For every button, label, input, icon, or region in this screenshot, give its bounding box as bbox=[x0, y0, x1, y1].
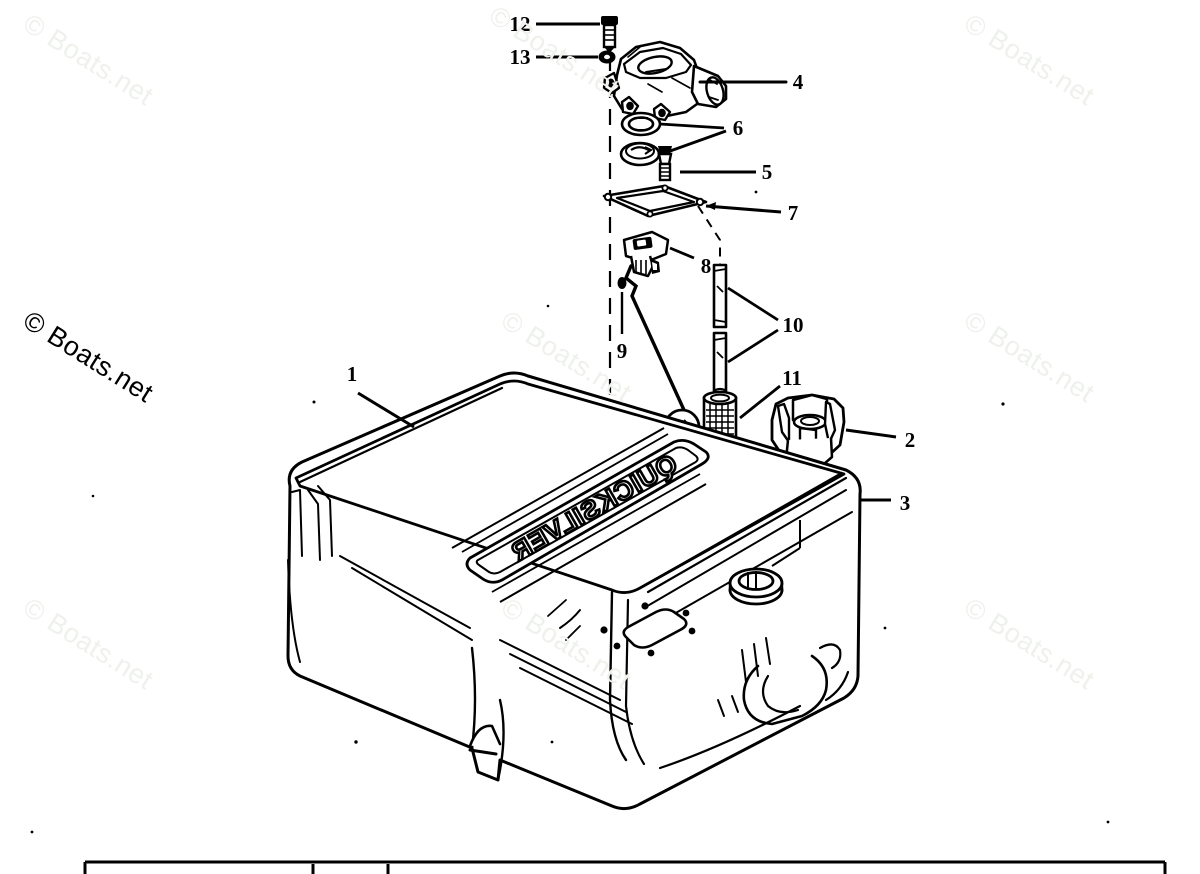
callout-leader-3-to-tank bbox=[771, 520, 801, 567]
callout-label-3: 3 bbox=[900, 491, 911, 515]
callout-label-8: 8 bbox=[701, 254, 712, 278]
callout-label-1: 1 bbox=[347, 362, 358, 386]
parts-table-border bbox=[83, 860, 1167, 874]
callout-label-10: 10 bbox=[783, 313, 804, 337]
part-pickup-head-8 bbox=[622, 230, 695, 278]
part-gasket-7 bbox=[602, 184, 782, 218]
callout-label-4: 4 bbox=[793, 70, 804, 94]
part-screw-12 bbox=[536, 16, 618, 53]
callout-label-7: 7 bbox=[788, 201, 799, 225]
callout-label-13: 13 bbox=[510, 45, 531, 69]
part-washer-13 bbox=[536, 50, 616, 64]
assembly-hint-dashes bbox=[697, 205, 721, 268]
callout-labels: 1 2 3 4 5 6 7 8 9 10 11 12 13 bbox=[347, 12, 916, 515]
part-fuel-tank-1 bbox=[286, 371, 862, 811]
part-fuel-connector-4 bbox=[602, 40, 788, 122]
part-fuel-cap-2 bbox=[770, 393, 897, 468]
tank-filler-neck bbox=[728, 567, 784, 606]
callout-label-5: 5 bbox=[762, 160, 773, 184]
part-pickup-tubes-10 bbox=[712, 263, 779, 397]
part-washers-6 bbox=[619, 111, 727, 167]
callout-label-6: 6 bbox=[733, 116, 744, 140]
scan-speckles bbox=[30, 190, 1110, 834]
part-screw-fitting-5 bbox=[657, 146, 756, 182]
callout-label-2: 2 bbox=[905, 428, 916, 452]
callout-label-9: 9 bbox=[617, 339, 628, 363]
callout-label-12: 12 bbox=[510, 12, 531, 36]
callout-leader-1 bbox=[357, 391, 415, 429]
tank-pickup-flange bbox=[600, 602, 696, 657]
callout-label-11: 11 bbox=[782, 366, 802, 390]
